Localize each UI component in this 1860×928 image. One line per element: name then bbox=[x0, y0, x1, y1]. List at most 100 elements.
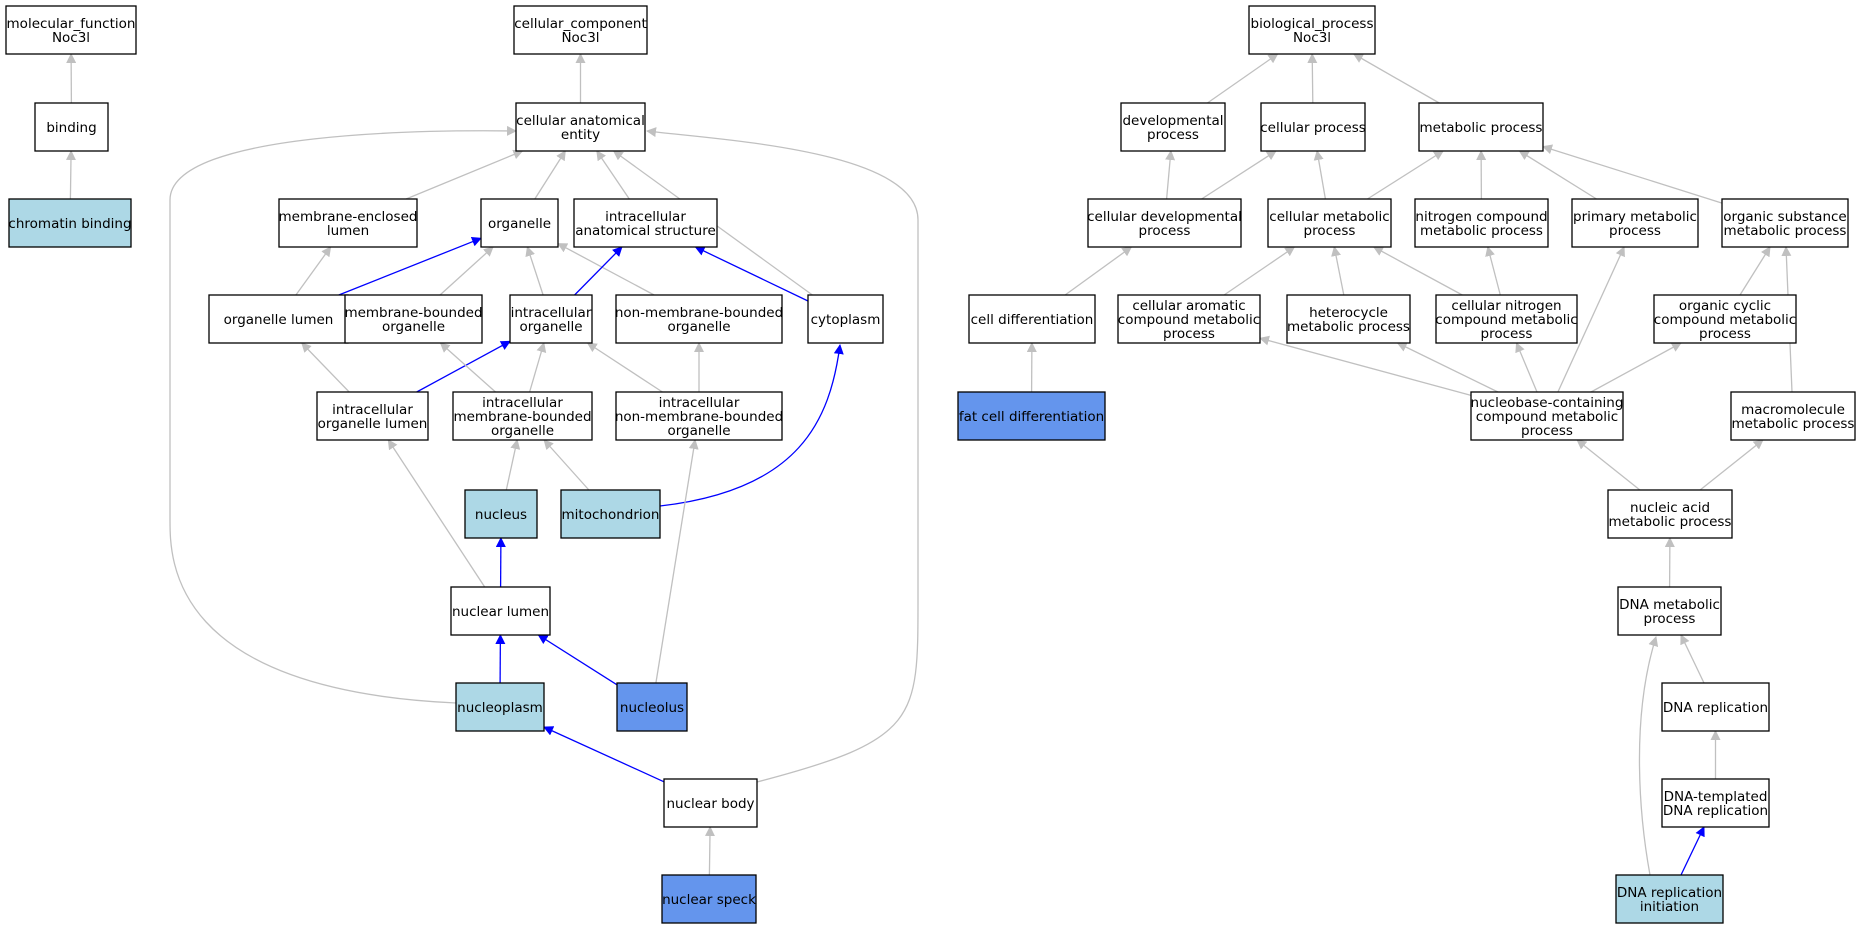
edge-chromatin_binding-to-binding bbox=[65, 150, 76, 200]
term-node-binding[interactable]: binding bbox=[34, 102, 109, 152]
term-node-inmbo[interactable]: intracellularnon-membrane-boundedorganel… bbox=[615, 391, 783, 441]
edge-osmp-to-mp bbox=[1542, 144, 1723, 204]
term-box bbox=[1435, 294, 1578, 344]
term-label: intracellular bbox=[511, 305, 592, 321]
term-label: nuclear speck bbox=[662, 892, 756, 908]
term-label: compound metabolic bbox=[1476, 409, 1618, 425]
term-label: organelle bbox=[491, 423, 554, 439]
term-node-org-lumen[interactable]: organelle lumen bbox=[208, 294, 349, 344]
term-label: intracellular bbox=[482, 395, 563, 411]
term-label: metabolic process bbox=[1287, 319, 1410, 335]
term-node-cd[interactable]: cell differentiation bbox=[968, 294, 1096, 344]
edge-nuc_speck-to-nuc_body bbox=[704, 826, 715, 876]
term-box bbox=[1653, 294, 1797, 344]
term-box bbox=[8, 198, 132, 248]
edge-hmp-to-cmp bbox=[1331, 246, 1345, 296]
term-node-chromatin-binding[interactable]: chromatin binding bbox=[8, 198, 132, 248]
term-box bbox=[455, 682, 545, 732]
term-box bbox=[1260, 102, 1366, 152]
term-box bbox=[1615, 874, 1724, 924]
edge-nbcmp-to-occmp bbox=[1590, 342, 1682, 393]
edge-mbo-to-organelle bbox=[439, 246, 494, 296]
term-label: compound metabolic bbox=[1654, 312, 1796, 328]
term-label: organelle bbox=[488, 216, 551, 232]
term-node-nuc-speck[interactable]: nuclear speck bbox=[661, 874, 757, 924]
term-node-mp[interactable]: metabolic process bbox=[1418, 102, 1544, 152]
term-node-cp[interactable]: cellular process bbox=[1260, 102, 1366, 152]
term-label: DNA replication bbox=[1663, 700, 1768, 716]
edge-mito-to-imbo bbox=[543, 439, 590, 491]
edge-mel-to-cae bbox=[405, 149, 524, 200]
term-box bbox=[1470, 391, 1624, 441]
term-label: compound metabolic bbox=[1118, 312, 1260, 328]
term-label: compound metabolic bbox=[1435, 312, 1577, 328]
term-node-nucleolus[interactable]: nucleolus bbox=[616, 682, 688, 732]
term-box bbox=[5, 5, 137, 55]
edge-namp-to-nbcmp bbox=[1576, 439, 1641, 491]
term-node-dnarep[interactable]: DNA replication bbox=[1661, 682, 1770, 732]
edge-cmp-to-cp bbox=[1313, 150, 1327, 200]
term-node-nucleoplasm[interactable]: nucleoplasm bbox=[455, 682, 545, 732]
term-label: nucleoplasm bbox=[457, 700, 543, 716]
term-label: DNA metabolic bbox=[1619, 597, 1720, 613]
term-node-fcd[interactable]: fat cell differentiation bbox=[957, 391, 1106, 441]
term-node-nucleus[interactable]: nucleus bbox=[464, 489, 538, 539]
term-box bbox=[663, 778, 758, 828]
term-label: process bbox=[1644, 611, 1696, 627]
edge-nbcmp-to-cncmp bbox=[1515, 342, 1538, 393]
edge-mp-to-bp_root bbox=[1352, 53, 1440, 104]
term-label: process bbox=[1521, 423, 1573, 439]
term-box bbox=[968, 294, 1096, 344]
term-label: cellular nitrogen bbox=[1451, 298, 1561, 314]
term-box bbox=[464, 489, 538, 539]
term-label: nuclear lumen bbox=[452, 604, 549, 620]
term-label: cellular metabolic bbox=[1269, 209, 1389, 225]
term-node-cytoplasm[interactable]: cytoplasm bbox=[807, 294, 884, 344]
term-label: non-membrane-bounded bbox=[615, 305, 783, 321]
term-label: metabolic process bbox=[1420, 223, 1543, 239]
term-label: developmental bbox=[1122, 113, 1223, 129]
term-node-nuc-body[interactable]: nuclear body bbox=[663, 778, 758, 828]
edge-ias-to-cae bbox=[596, 150, 630, 200]
edge-imbo-to-io bbox=[528, 342, 547, 393]
term-node-nuc-lumen[interactable]: nuclear lumen bbox=[450, 586, 551, 636]
term-label: organic substance bbox=[1723, 209, 1846, 225]
edge-io-to-ias bbox=[574, 246, 623, 296]
term-node-organelle[interactable]: organelle bbox=[480, 198, 559, 248]
term-label: process bbox=[1609, 223, 1661, 239]
term-node-mito[interactable]: mitochondrion bbox=[560, 489, 661, 539]
term-label: cellular process bbox=[1260, 120, 1366, 136]
term-box bbox=[1248, 5, 1376, 55]
term-label: organelle bbox=[667, 423, 730, 439]
term-label: anatomical structure bbox=[575, 223, 716, 239]
term-label: process bbox=[1139, 223, 1191, 239]
term-label: primary metabolic bbox=[1573, 209, 1697, 225]
